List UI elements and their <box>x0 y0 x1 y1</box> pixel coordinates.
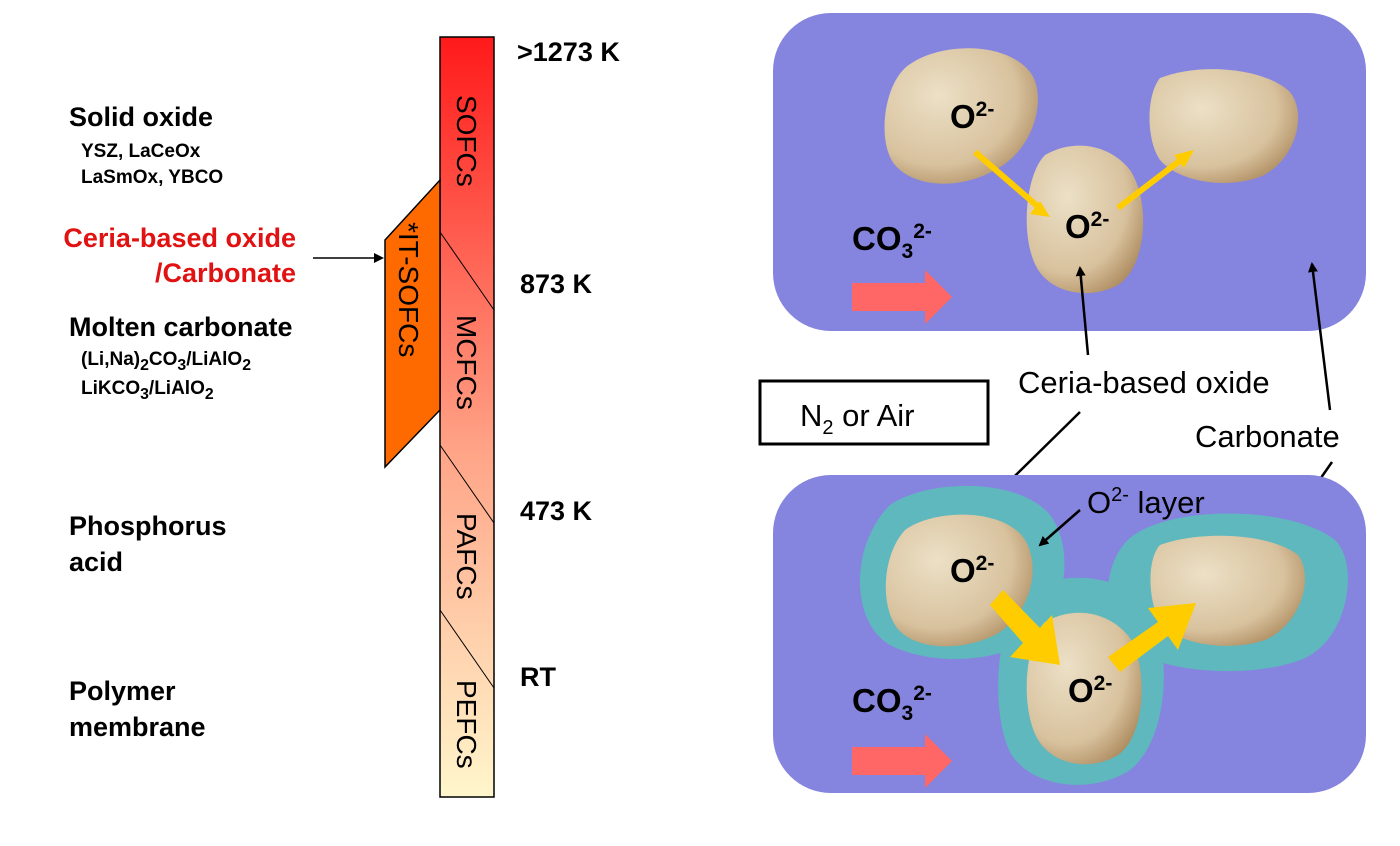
label-oxide-layer: O2- layer <box>1087 484 1205 520</box>
particle <box>1026 145 1144 294</box>
oxide-flow-arrowhead <box>1174 150 1194 168</box>
oxide-flow-arrow-thick <box>990 590 1060 665</box>
segment-it-sofcs: *IT-SOFCs <box>393 222 424 357</box>
segment-sofcs: SOFCs <box>451 95 482 187</box>
label-ceria-carbonate-2: /Carbonate <box>154 258 296 288</box>
carbonate-flow-arrow <box>852 270 952 324</box>
gas-label: N2 or Air <box>800 398 914 439</box>
particle <box>885 514 1033 647</box>
it-sofc-band <box>384 178 441 469</box>
label-solid-oxide: Solid oxide <box>69 102 214 132</box>
ion-co3-bottom: CO32- <box>852 682 932 725</box>
oxide-flow-arrowhead <box>1030 201 1050 217</box>
ion-o-top-1: O2- <box>950 98 994 135</box>
ion-o-bottom-1: O2- <box>950 552 994 589</box>
label-polymer-membrane-1: Polymer <box>69 676 176 706</box>
ion-o-top-2: O2- <box>1065 208 1109 245</box>
label-solid-oxide-materials-2: LaSmOx, YBCO <box>81 167 224 188</box>
label-phosphorus-acid-1: Phosphorus <box>69 511 227 541</box>
temperature-bar <box>439 36 495 798</box>
carbonate-flow-arrow <box>852 734 952 788</box>
segment-pafcs: PAFCs <box>451 513 482 600</box>
temp-label-1273k: >1273 K <box>517 37 620 67</box>
oxide-flow-arrow-thick <box>1108 603 1196 672</box>
ion-o-bottom-2: O2- <box>1068 672 1112 709</box>
pointer-oxide-layer <box>1038 509 1081 547</box>
temp-label-rt: RT <box>520 662 556 692</box>
gas-box <box>758 379 990 446</box>
bar-divider <box>439 231 495 311</box>
label-carbonate: Carbonate <box>1195 419 1340 454</box>
label-polymer-membrane-2: membrane <box>69 712 206 742</box>
oxide-flow-arrow <box>973 149 1045 214</box>
segment-pefcs: PEFCs <box>451 680 482 769</box>
segment-mcfcs: MCFCs <box>451 315 482 410</box>
label-phosphorus-acid-2: acid <box>69 547 124 577</box>
ion-co3-top: CO32- <box>852 220 932 263</box>
temp-label-873k: 873 K <box>520 269 593 299</box>
pointer-carbonate-top <box>1308 262 1332 411</box>
label-molten-carbonate: Molten carbonate <box>69 312 293 342</box>
temp-label-473k: 473 K <box>520 496 593 526</box>
bar-divider <box>439 609 495 689</box>
oxide-flow-arrow <box>1116 153 1188 211</box>
bar-divider <box>439 444 495 524</box>
label-solid-oxide-materials-1: YSZ, LaCeOx <box>81 141 201 162</box>
particle <box>884 48 1038 184</box>
pointer-ceria-top <box>1075 266 1090 356</box>
label-ceria-carbonate-1: Ceria-based oxide <box>63 223 296 253</box>
label-molten-carbonate-materials-1: (Li,Na)2CO3/LiAlO2 <box>81 349 251 374</box>
label-molten-carbonate-materials-2: LiKCO3/LiAlO2 <box>81 378 214 403</box>
label-ceria-oxide: Ceria-based oxide <box>1018 365 1270 400</box>
